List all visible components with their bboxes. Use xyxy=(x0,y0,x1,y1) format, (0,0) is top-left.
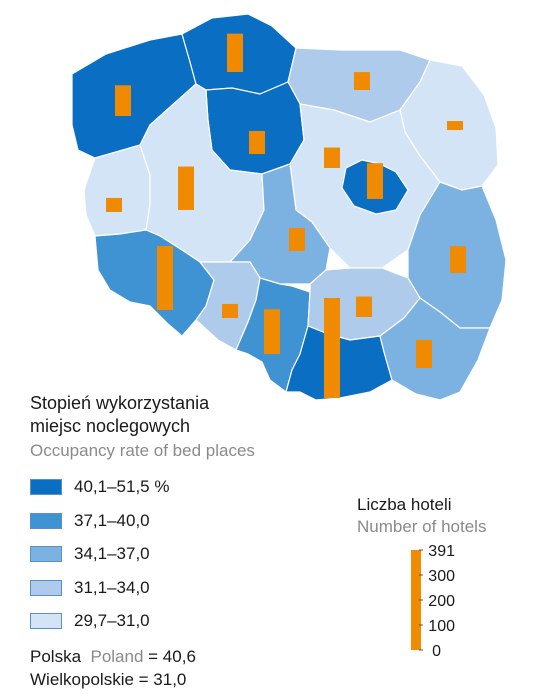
hotel-bar-warszawa xyxy=(367,163,383,199)
region-lodzkie[interactable] xyxy=(229,163,331,285)
hotel-bar-kujawsko-pomorskie xyxy=(249,130,265,154)
legend-swatch xyxy=(30,512,62,529)
summary-poland-value: = 40,6 xyxy=(148,647,196,666)
legend-title-pl-line2: miejsc noclegowych xyxy=(30,416,191,436)
hotel-bar-warminsko-mazurskie xyxy=(354,72,370,90)
hotels-scale-bar xyxy=(411,550,421,650)
hotels-legend-title-pl: Liczba hoteli xyxy=(357,495,452,514)
hotel-bar-podlaskie xyxy=(447,121,463,130)
hotel-bar-slaskie xyxy=(264,309,280,354)
legend-item: 29,7–31,0 xyxy=(30,610,330,632)
legend-item: 31,1–34,0 xyxy=(30,577,330,599)
hotel-bar-lubelskie xyxy=(450,246,466,273)
legend-swatch xyxy=(30,546,62,562)
legend-item: 34,1–37,0 xyxy=(30,543,330,565)
hotel-bar-dolnoslaskie xyxy=(157,246,173,310)
legend-swatch xyxy=(30,613,62,629)
hotel-bar-podkarpackie xyxy=(416,339,432,368)
legend-label: 34,1–37,0 xyxy=(74,544,150,563)
legend-item: 40,1–51,5 % xyxy=(30,476,330,498)
summary-poland: Poland xyxy=(90,647,144,666)
hotels-legend-title-en: Number of hotels xyxy=(357,517,487,536)
hotels-legend: Liczba hoteli Number of hotels xyxy=(357,494,537,538)
legend-label: 29,7–31,0 xyxy=(74,611,150,630)
occupancy-legend: Stopień wykorzystania miejsc noclegowych… xyxy=(30,392,330,644)
hotel-bar-malopolskie xyxy=(324,298,340,398)
region-lubuskie[interactable] xyxy=(83,144,151,237)
hotels-scale-label: 300 xyxy=(428,568,455,585)
legend-label: 40,1–51,5 % xyxy=(74,477,170,496)
region-podkarpackie[interactable] xyxy=(379,297,491,400)
hotel-bar-swietokrzyskie xyxy=(356,296,372,317)
legend-label: 31,1–34,0 xyxy=(74,577,150,597)
hotels-scale-label: 391 xyxy=(428,543,455,560)
hotel-bar-lubuskie xyxy=(106,197,122,212)
hotel-bar-pomorskie xyxy=(227,33,243,72)
summary-poland-line: Polska Poland = 40,6 xyxy=(30,645,196,668)
legend-item: 37,1–40,0 xyxy=(30,510,330,532)
hotels-scale-label: 200 xyxy=(428,593,455,610)
summary: Polska Poland = 40,6 Wielkopolskie = 31,… xyxy=(30,645,196,691)
hotels-scale-label: 100 xyxy=(428,618,455,635)
legend-swatch xyxy=(30,479,62,495)
hotel-bar-opolskie xyxy=(222,303,238,318)
legend-swatch xyxy=(30,579,62,596)
legend-list: 40,1–51,5 % 37,1–40,0 34,1–37,0 31,1–34,… xyxy=(30,476,330,632)
hotel-bar-zachodniopomorskie xyxy=(115,85,131,116)
summary-polska: Polska xyxy=(30,647,82,666)
summary-wielkopolskie: Wielkopolskie = 31,0 xyxy=(30,670,187,689)
hotels-scale-label: 0 xyxy=(432,643,441,660)
legend-label: 37,1–40,0 xyxy=(74,510,150,530)
hotels-scale: 391 300 200 100 0 xyxy=(411,543,455,660)
legend-title-en: Occupancy rate of bed places xyxy=(30,441,255,460)
hotel-bar-wielkopolskie xyxy=(178,166,194,210)
hotel-bar-mazowieckie xyxy=(324,147,340,168)
hotel-bar-lodzkie xyxy=(289,227,305,251)
poland-map xyxy=(71,13,507,400)
legend-title-pl-line1: Stopień wykorzystania xyxy=(30,393,210,413)
